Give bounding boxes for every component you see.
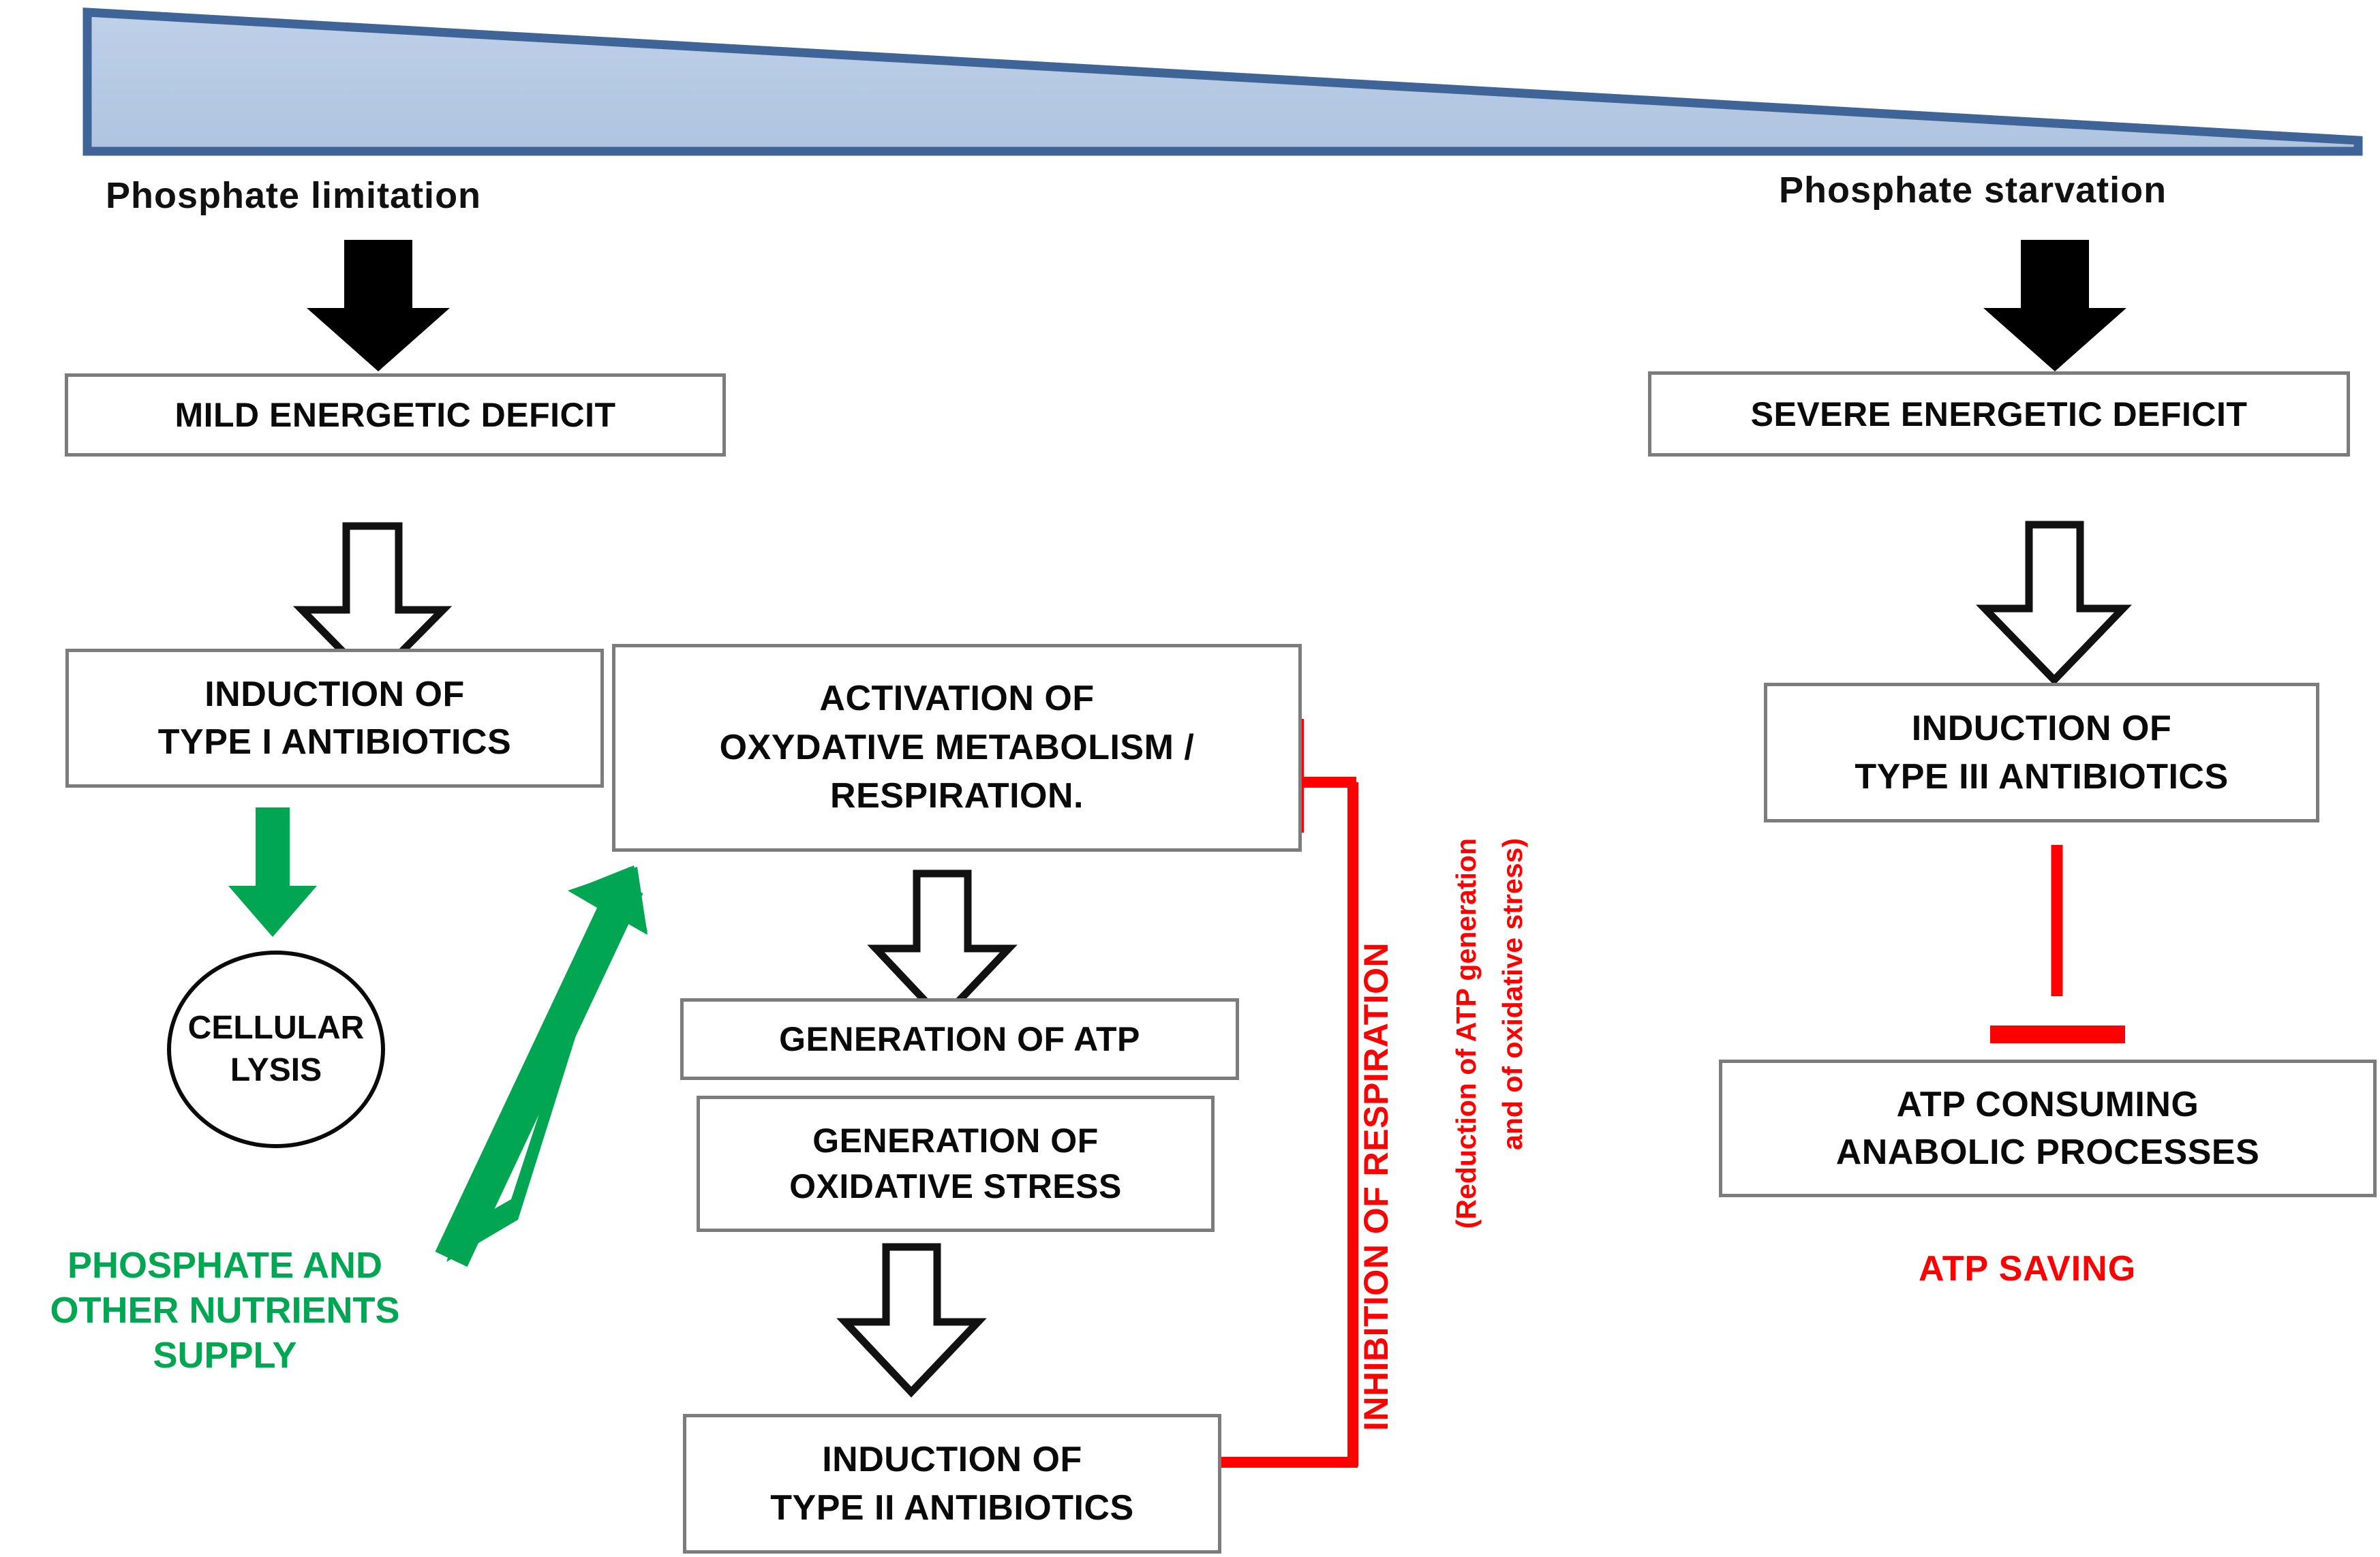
label-nutrients-supply-line-1: PHOSPHATE AND <box>67 1245 383 1286</box>
box-induction-type-iii-line-2: TYPE III ANTIBIOTICS <box>1855 756 2229 797</box>
solid-down-arrow-icon-right <box>1983 240 2126 371</box>
box-induction-type-ii-line-2: TYPE II ANTIBIOTICS <box>770 1487 1134 1528</box>
box-induction-type-ii-line-1: INDUCTION OF <box>822 1440 1082 1480</box>
node-cellular-lysis-line-1: CELLULAR <box>187 1009 365 1046</box>
hollow-down-arrow-icon-left <box>292 522 453 687</box>
green-down-arrow-icon <box>228 807 317 937</box>
box-mild-energetic-deficit: MILD ENERGETIC DEFICIT <box>65 373 726 457</box>
note-inhibition-line-1: INHIBITION OF RESPIRATION <box>1357 942 1395 1431</box>
note-inhibition-line-3: and of oxidative stress) <box>1497 838 1528 1150</box>
box-severe-energetic-deficit-line-1: SEVERE ENERGETIC DEFICIT <box>1750 395 2248 433</box>
label-phosphate-other-nutrients-supply: PHOSPHATE AND OTHER NUTRIENTS SUPPLY <box>0 1244 450 1378</box>
box-activation-line-3: RESPIRATION. <box>830 776 1084 816</box>
box-generation-of-atp-line-1: GENERATION OF ATP <box>779 1020 1140 1058</box>
note-inhibition-of-respiration: INHIBITION OF RESPIRATION (Reduction of … <box>1357 797 1554 1431</box>
red-inhibition-tbar-icon <box>1990 845 2125 1043</box>
box-generation-of-oxidative-stress: GENERATION OF OXIDATIVE STRESS <box>697 1096 1215 1232</box>
box-mild-energetic-deficit-line-1: MILD ENERGETIC DEFICIT <box>174 396 616 434</box>
note-inhibition-line-2: (Reduction of ATP generation <box>1450 838 1482 1229</box>
box-activation-line-1: ACTIVATION OF <box>819 678 1095 718</box>
box-activation-oxydative-metabolism: ACTIVATION OF OXYDATIVE METABOLISM / RES… <box>612 644 1302 852</box>
hollow-down-arrow-icon-center-1 <box>867 869 1018 1025</box>
box-induction-type-iii-antibiotics: INDUCTION OF TYPE III ANTIBIOTICS <box>1764 683 2319 822</box>
label-phosphate-limitation: Phosphate limitation <box>106 175 482 216</box>
solid-down-arrow-icon-left <box>307 240 450 371</box>
label-atp-saving: ATP SAVING <box>1919 1249 2137 1289</box>
box-activation-line-2: OXYDATIVE METABOLISM / <box>719 727 1195 767</box>
label-nutrients-supply-line-2: OTHER NUTRIENTS <box>50 1289 400 1331</box>
label-nutrients-supply-line-3: SUPPLY <box>153 1334 297 1376</box>
box-induction-type-i-line-1: INDUCTION OF <box>204 674 465 714</box>
box-atp-consuming-line-1: ATP CONSUMING <box>1896 1084 2199 1124</box>
box-generation-of-atp: GENERATION OF ATP <box>680 998 1239 1080</box>
phosphate-availability-wedge <box>82 7 2363 156</box>
node-cellular-lysis: CELLULAR LYSIS <box>167 951 385 1148</box>
green-up-arrow-icon <box>435 865 647 1267</box>
box-induction-type-ii-antibiotics: INDUCTION OF TYPE II ANTIBIOTICS <box>683 1414 1221 1554</box>
hollow-down-arrow-icon-center-2 <box>836 1243 987 1398</box>
box-induction-type-i-antibiotics: INDUCTION OF TYPE I ANTIBIOTICS <box>65 649 604 788</box>
box-oxidative-stress-line-2: OXIDATIVE STRESS <box>789 1167 1122 1205</box>
label-phosphate-starvation: Phosphate starvation <box>1779 170 2167 211</box>
box-atp-consuming-line-2: ANABOLIC PROCESSES <box>1835 1132 2260 1172</box>
box-atp-consuming-anabolic-processes: ATP CONSUMING ANABOLIC PROCESSES <box>1719 1060 2377 1197</box>
hollow-down-arrow-icon-right <box>1975 521 2132 685</box>
box-oxidative-stress-line-1: GENERATION OF <box>812 1121 1099 1160</box>
box-induction-type-i-line-2: TYPE I ANTIBIOTICS <box>157 722 512 762</box>
box-severe-energetic-deficit: SEVERE ENERGETIC DEFICIT <box>1648 371 2350 457</box>
box-induction-type-iii-line-1: INDUCTION OF <box>1911 709 2172 749</box>
node-cellular-lysis-line-2: LYSIS <box>230 1052 322 1088</box>
